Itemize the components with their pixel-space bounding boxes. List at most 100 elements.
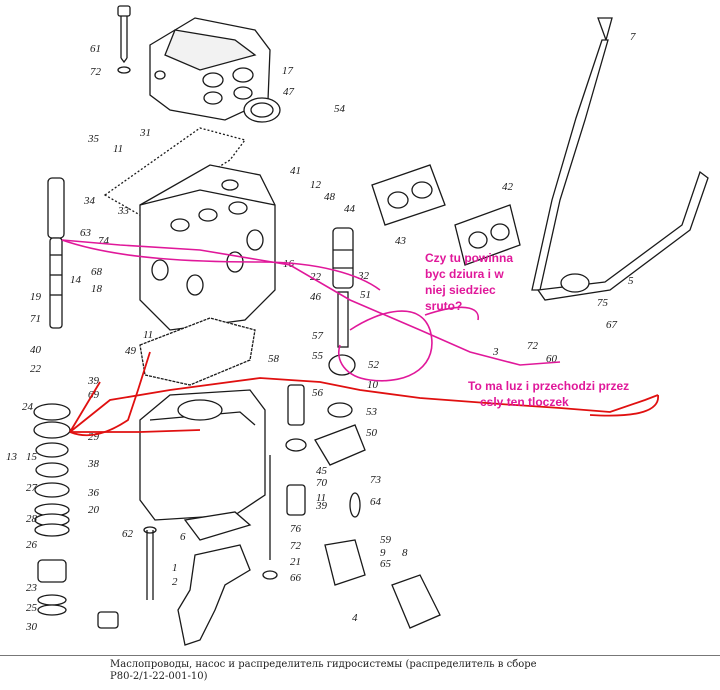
part-label: 21 (290, 556, 301, 568)
part-label: 42 (502, 181, 514, 193)
part-label: 54 (334, 103, 346, 115)
annotation-line: byc dziura i w (425, 267, 504, 281)
part-label: 11 (316, 492, 326, 504)
part-label: 49 (125, 345, 137, 357)
part-label: 19 (30, 291, 42, 303)
spring-stack-left (33, 403, 119, 629)
caption-divider (0, 655, 720, 656)
part-label: 73 (370, 474, 382, 486)
part-label: 31 (139, 127, 151, 139)
pump-body-13 (139, 389, 266, 521)
part-label: 11 (113, 143, 123, 155)
part-label: 35 (87, 133, 100, 145)
flange-6 (183, 511, 252, 541)
part-label: 24 (22, 401, 34, 413)
part-label: 57 (312, 330, 324, 342)
part-label: 74 (98, 235, 110, 247)
caption-line-1: Маслопроводы, насос и распределитель гид… (110, 659, 537, 670)
bolt-62 (143, 526, 157, 600)
pipe-1 (177, 544, 251, 646)
part-label: 75 (597, 297, 609, 309)
line-art (33, 5, 709, 646)
part-label: 69 (88, 389, 100, 401)
part-label: 13 (6, 451, 18, 463)
annotation-line: csly ten tloczek (480, 395, 569, 409)
part-label: 71 (30, 313, 41, 325)
part-label: 56 (312, 387, 324, 399)
part-label: 12 (310, 179, 322, 191)
part-label: 43 (395, 235, 407, 247)
part-label: 51 (360, 289, 371, 301)
part-label: 8 (402, 547, 408, 559)
part-label: 26 (26, 539, 38, 551)
part-label: 72 (290, 540, 302, 552)
part-labels: 7 61 72 17 47 54 35 31 11 41 12 48 44 42… (6, 31, 636, 633)
gasket-58 (139, 317, 256, 386)
ring-47-inner (250, 102, 274, 118)
part-label: 17 (282, 65, 294, 77)
part-label: 9 (380, 547, 386, 559)
part-label: 6 (180, 531, 186, 543)
part-label: 34 (83, 195, 96, 207)
spool-19 (47, 177, 65, 329)
hose-4 (391, 574, 441, 629)
part-label: 68 (91, 266, 103, 278)
part-label: 59 (380, 534, 392, 546)
part-label: 65 (380, 558, 392, 570)
caption-line-2: Р80-2/1-22-001-10) (110, 671, 208, 682)
part-label: 72 (527, 340, 539, 352)
washer-53 (327, 402, 353, 418)
annotation-line: To ma luz i przechodzi przez (468, 379, 629, 393)
part-label: 1 (172, 562, 178, 574)
part-label: 40 (30, 344, 42, 356)
flange-50 (314, 424, 366, 466)
annotation-line: sruto? (425, 299, 462, 313)
part-label: 25 (26, 602, 38, 614)
part-label: 48 (324, 191, 336, 203)
part-label: 66 (290, 572, 302, 584)
part-label: 47 (283, 86, 295, 98)
part-label: 23 (26, 582, 38, 594)
valve-32 (332, 227, 354, 348)
part-label: 29 (88, 431, 100, 443)
red-annotation-lines (69, 351, 659, 437)
annotation-question: Czy tu powinna byc dziura i w niej siedz… (425, 251, 513, 313)
part-label: 3 (492, 346, 499, 358)
part-label: 4 (352, 612, 358, 624)
part-label: 39 (87, 375, 100, 387)
part-label: 14 (70, 274, 82, 286)
part-label: 58 (268, 353, 280, 365)
annotation-note: To ma luz i przechodzi przez csly ten tl… (468, 379, 629, 409)
part-label: 22 (30, 363, 42, 375)
part-label: 46 (310, 291, 322, 303)
part-label: 11 (143, 329, 153, 341)
part-label: 53 (366, 406, 378, 418)
annotation-line: Czy tu powinna (425, 251, 513, 265)
lever-7 (531, 17, 613, 291)
part-label: 67 (606, 319, 618, 331)
gasket-42 (454, 204, 521, 266)
lever-hub (560, 273, 590, 293)
part-label: 28 (26, 513, 38, 525)
clamp-9 (324, 539, 366, 586)
part-label: 22 (310, 271, 322, 283)
part-label: 33 (117, 205, 130, 217)
part-label: 18 (91, 283, 103, 295)
part-label: 27 (26, 482, 38, 494)
part-label: 62 (122, 528, 134, 540)
part-label: 50 (366, 427, 378, 439)
screw-64 (349, 492, 361, 518)
part-label: 10 (367, 379, 379, 391)
part-label: 45 (316, 465, 328, 477)
part-label: 39 (315, 500, 328, 512)
gasket-44 (371, 164, 446, 226)
part-label: 20 (88, 504, 100, 516)
part-label: 60 (546, 353, 558, 365)
part-label: 61 (90, 43, 101, 55)
parts-column-center (285, 384, 307, 516)
part-label: 63 (80, 227, 92, 239)
part-label: 5 (628, 275, 634, 287)
part-label: 15 (26, 451, 38, 463)
